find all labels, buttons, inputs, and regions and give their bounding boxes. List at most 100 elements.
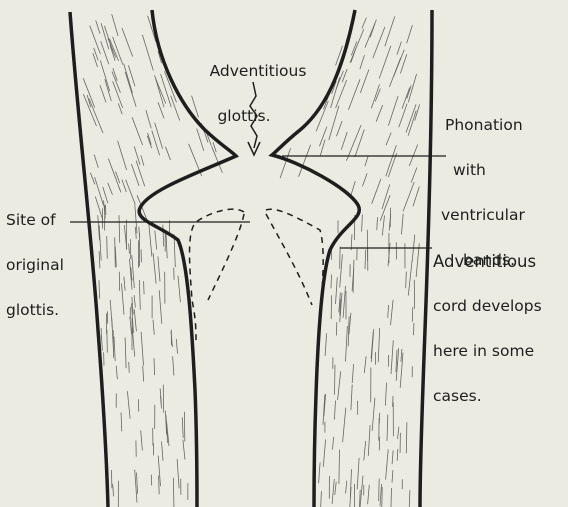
hatch-stroke xyxy=(351,385,352,411)
hatch-stroke xyxy=(382,487,383,507)
hatch-stroke xyxy=(382,216,384,236)
hatch-stroke xyxy=(99,280,100,298)
hatch-stroke xyxy=(153,253,156,284)
hatch-stroke xyxy=(156,78,166,103)
hatch-stroke xyxy=(379,479,380,502)
hatch-stroke xyxy=(83,94,96,126)
hatch-stroke xyxy=(96,21,100,34)
hatch-stroke xyxy=(94,155,98,168)
hatch-stroke xyxy=(386,145,397,176)
hatch-stroke xyxy=(336,277,338,304)
hatch-stroke xyxy=(126,180,136,205)
hatch-stroke xyxy=(166,233,167,258)
hatch-stroke xyxy=(385,383,386,406)
hatch-stroke xyxy=(139,280,140,310)
hatch-stroke xyxy=(406,104,416,132)
hatch-stroke xyxy=(118,141,127,170)
hatch-stroke xyxy=(368,485,370,505)
hatch-stroke xyxy=(100,60,109,91)
hatch-stroke xyxy=(122,180,126,192)
hatch-stroke xyxy=(402,214,404,235)
hatch-stroke xyxy=(93,53,98,67)
hatch-stroke xyxy=(388,305,389,318)
left-original-cord-dashed xyxy=(190,209,245,342)
hatch-stroke xyxy=(121,413,122,432)
hatch-stroke xyxy=(119,215,120,243)
hatch-stroke xyxy=(371,84,379,108)
hatch-stroke xyxy=(348,316,349,346)
hatch-stroke xyxy=(391,340,393,374)
hatch-stroke xyxy=(338,371,341,400)
hatch-stroke xyxy=(341,132,347,150)
hatch-stroke xyxy=(387,415,388,441)
hatch-stroke xyxy=(101,335,102,350)
hatch-stroke xyxy=(319,462,321,483)
hatch-stroke xyxy=(360,55,365,69)
hatch-stroke xyxy=(111,470,112,488)
left-outer-wall xyxy=(70,12,108,507)
hatch-stroke xyxy=(177,459,179,488)
adventitious-glottis-label: Adventitious glottis. xyxy=(188,34,328,154)
hatch-stroke xyxy=(333,437,334,450)
hatch-stroke xyxy=(372,179,381,204)
hatch-stroke xyxy=(407,85,411,98)
hatch-stroke xyxy=(352,364,353,383)
hatch-stroke xyxy=(373,27,385,58)
hatch-stroke xyxy=(325,333,327,356)
hatch-stroke xyxy=(108,183,113,195)
hatch-stroke xyxy=(365,250,366,269)
hatch-stroke xyxy=(166,147,171,160)
hatch-stroke xyxy=(149,222,152,257)
hatch-stroke xyxy=(132,117,143,145)
hatch-stroke xyxy=(147,136,151,148)
hatch-stroke xyxy=(132,255,135,288)
hatch-stroke xyxy=(141,332,143,366)
hatch-stroke xyxy=(173,356,174,375)
hatch-stroke xyxy=(134,309,136,331)
hatch-stroke xyxy=(161,396,162,409)
hatch-stroke xyxy=(154,358,155,375)
hatch-stroke xyxy=(159,290,162,324)
hatch-stroke xyxy=(402,88,410,109)
hatch-stroke xyxy=(182,417,183,438)
hatch-stroke xyxy=(355,130,365,158)
hatch-stroke xyxy=(153,320,154,335)
hatch-stroke xyxy=(394,50,405,77)
hatch-stroke xyxy=(139,227,140,237)
hatch-stroke xyxy=(163,225,164,247)
hatch-stroke xyxy=(331,275,332,289)
hatch-stroke xyxy=(112,14,118,36)
hatch-stroke xyxy=(159,476,160,495)
hatch-stroke xyxy=(100,85,106,102)
hatch-stroke xyxy=(411,168,417,183)
hatch-stroke xyxy=(113,484,114,497)
left-original-cord-lower xyxy=(208,214,244,300)
hatch-stroke xyxy=(183,440,185,460)
hatch-stroke xyxy=(178,276,180,303)
hatch-stroke xyxy=(392,470,393,483)
hatch-stroke xyxy=(401,349,402,362)
hatch-stroke xyxy=(365,156,368,166)
hatch-stroke xyxy=(408,261,412,296)
hatch-stroke xyxy=(348,79,360,110)
hatch-stroke xyxy=(377,217,378,230)
hatch-stroke xyxy=(337,121,343,136)
hatch-stroke xyxy=(407,25,413,43)
hatch-stroke xyxy=(141,430,143,450)
hatch-stroke xyxy=(105,79,112,101)
hatch-stroke xyxy=(368,425,370,456)
hatch-stroke xyxy=(412,307,413,322)
hatch-stroke xyxy=(125,72,136,107)
hatch-stroke xyxy=(332,479,334,504)
hatch-stroke xyxy=(385,16,395,46)
site-original-glottis-label: Site of original glottis. xyxy=(6,183,64,348)
hatch-stroke xyxy=(386,133,391,146)
hatch-stroke xyxy=(83,78,95,107)
hatch-stroke xyxy=(343,408,346,443)
hatch-stroke xyxy=(362,18,367,29)
hatch-stroke xyxy=(108,159,121,193)
hatch-stroke xyxy=(142,35,153,71)
hatch-stroke xyxy=(320,491,321,507)
hatch-stroke xyxy=(155,231,157,250)
